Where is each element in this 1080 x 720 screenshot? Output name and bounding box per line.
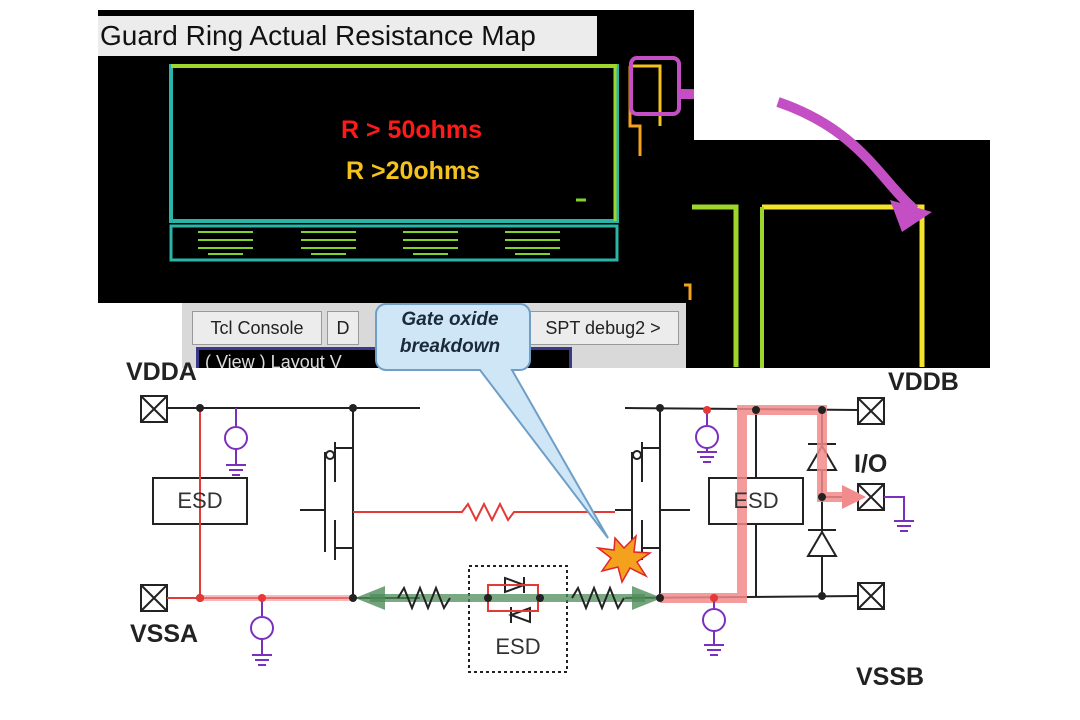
esd-label-right: ESD <box>733 488 779 513</box>
esd-block-center <box>468 565 568 673</box>
pin-label-vdda: VDDA <box>126 358 197 386</box>
tab-spt-debug2[interactable]: SPT debug2 > <box>527 311 679 345</box>
legend-r50: R > 50ohms <box>341 116 483 144</box>
pad-icon-vdda <box>140 395 168 423</box>
layout-title: Guard Ring Actual Resistance Map <box>98 16 597 56</box>
pin-label-io: I/O <box>854 450 888 478</box>
pad-icon-vddb <box>857 397 885 425</box>
pin-label-vddb: VDDB <box>888 368 959 396</box>
spark-icon <box>595 533 653 584</box>
zoom-detail-panel <box>684 140 990 368</box>
tab-tcl-console[interactable]: Tcl Console <box>192 311 322 345</box>
zoom-detail-layout <box>684 204 925 368</box>
pin-label-vssb: VSSB <box>856 663 925 691</box>
callout-line-2: breakdown <box>399 336 501 357</box>
ground-icon <box>226 464 246 476</box>
callout-bubble <box>375 303 609 539</box>
current-source-icon <box>224 408 914 666</box>
zoom-highlight-box <box>629 56 681 116</box>
pad-icon-vssa <box>140 584 168 612</box>
tab-d[interactable]: D <box>327 311 359 345</box>
zoom-arrow-icon <box>776 97 919 214</box>
layout-view-tab-label: ( View ) Layout V <box>205 352 342 371</box>
pad-icon-vssb <box>857 582 885 610</box>
current-path <box>660 405 858 603</box>
callout-text: Gate oxide breakdown <box>372 306 528 368</box>
guard-ring-layout <box>169 56 694 262</box>
esd-label-center: ESD <box>495 634 541 659</box>
legend-r20: R >20ohms <box>346 157 481 185</box>
pin-label-vssa: VSSA <box>130 620 199 648</box>
esd-label-left: ESD <box>177 488 223 513</box>
callout-line-1: Gate oxide <box>401 309 499 330</box>
layout-view-panel: Guard Ring Actual Resistance Map R > 50o… <box>98 10 694 303</box>
